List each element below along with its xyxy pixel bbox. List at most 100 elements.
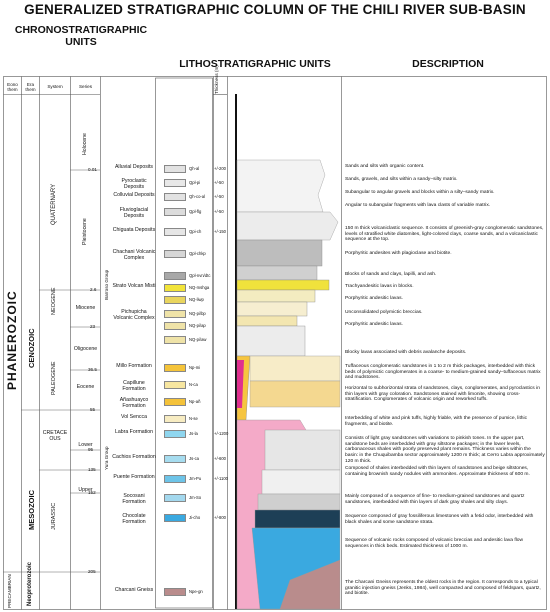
age-label: 152	[88, 490, 96, 495]
unit-description: Blocky lavas associated with debris aval…	[345, 350, 467, 355]
series-holocene: Holocene	[82, 133, 88, 155]
unit-color-swatch	[164, 415, 186, 423]
unit-code: Ji-cho	[189, 515, 201, 520]
unit-description: Composed of shales interbedded with thin…	[345, 466, 530, 477]
unit-thickness: +/-800	[214, 515, 226, 520]
unit-description: Sequence of volcanic rocks composed of v…	[345, 538, 524, 549]
system-cretaceous: CRETACE OUS	[42, 430, 68, 442]
unit-name: Chocolate Formation	[122, 513, 146, 525]
unit-description: Porphyritic andesitic lavas.	[345, 296, 403, 301]
series-upper: Upper	[78, 487, 93, 493]
age-label: 23	[90, 324, 96, 329]
unit-code: NQ-pi/ap	[189, 323, 206, 328]
unit-color-swatch	[164, 494, 186, 502]
series-oligocene: Oligocene	[73, 346, 98, 352]
unit-description: 150 m thick volcaniclastic sequence. It …	[345, 226, 544, 243]
unit-code: Qpi-ch	[189, 229, 202, 234]
unit-color-swatch	[164, 588, 186, 596]
unit-code: NQ-liwp	[189, 297, 204, 302]
unit-name: Chachani Volcanic Complex	[112, 249, 156, 261]
eon-precambrian: PRECAMBRIAN	[7, 574, 12, 608]
unit-description: Sands and silts with organic content.	[345, 164, 425, 169]
unit-description: Blocks of sands and clays, lapilli, and …	[345, 272, 437, 277]
group-yura: Yura Group	[104, 446, 109, 471]
unit-description: Sands, gravels, and silts within a sandy…	[345, 177, 458, 182]
unit-color-swatch	[164, 381, 186, 389]
unit-description: The Charcani Gneiss represents the oldes…	[345, 580, 541, 597]
unit-description: Consists of light gray sandstones with v…	[345, 436, 545, 464]
unit-code: NQ-pi/bp	[189, 311, 206, 316]
unit-color-swatch	[164, 455, 186, 463]
unit-color-swatch	[164, 364, 186, 372]
unit-description: Sequence composed of gray fossiliferous …	[345, 514, 534, 525]
unit-name: Pichupicha Volcanic Complex	[113, 309, 155, 321]
unit-name: Vol Sencca	[121, 414, 147, 420]
unit-name: Colluvial Deposits	[113, 192, 155, 198]
age-label: 95	[88, 447, 94, 452]
unit-name: Millo Formation	[116, 363, 152, 369]
unit-code: Qpl-nvn/dtc	[189, 273, 211, 278]
unit-description: Tuffaceous conglomeratic sandstones in 1…	[345, 364, 541, 381]
unit-code: Js-la	[189, 431, 198, 436]
unit-code: Qh-al	[189, 166, 200, 171]
unit-color-swatch	[164, 272, 186, 280]
series-header: Series	[78, 84, 93, 89]
unit-color-swatch	[164, 250, 186, 258]
system-header: System	[47, 84, 63, 89]
unit-description: Unconsolidated polymictic breccias.	[345, 310, 423, 315]
unit-code: Qpl-pi	[189, 180, 201, 185]
unit-color-swatch	[164, 322, 186, 330]
litho-header: LITHOSTRATIGRAPHIC UNITS	[179, 58, 331, 70]
unit-color-swatch	[164, 296, 186, 304]
series-eocene: Eocene	[76, 384, 95, 390]
unit-color-swatch	[164, 430, 186, 438]
thickness-header: Thickness (m)	[214, 65, 219, 94]
unit-thickness: +/-50	[214, 209, 224, 214]
unit-name: Strato Volcan Misti	[112, 283, 156, 289]
unit-description: Porphyritic andesitic lavas.	[345, 322, 403, 327]
group-barroso: Barroso Group	[104, 269, 109, 300]
unit-color-swatch	[164, 514, 186, 522]
unit-thickness: +/-600	[214, 456, 226, 461]
unit-code: Np-mi	[189, 365, 201, 370]
unit-name: Añashuayco Formation	[119, 397, 149, 409]
age-label: 2.6	[90, 287, 97, 292]
unit-thickness: +/-50	[214, 194, 224, 199]
unit-code: Qpl-flg	[189, 209, 202, 214]
system-neogene: NEOGENE	[51, 287, 57, 315]
unit-color-swatch	[164, 208, 186, 216]
unit-code: NQ-pi/aw	[189, 337, 207, 342]
system-jurassic: JURASSIC	[51, 502, 57, 530]
age-label: 135	[88, 467, 96, 472]
system-paleogene: PALEOGENE	[51, 361, 57, 395]
unit-color-swatch	[164, 228, 186, 236]
unit-name: Chiguata Deposits	[112, 227, 156, 233]
unit-thickness: +/-1100	[214, 476, 229, 481]
unit-name: Fluvioglacial Deposits	[119, 207, 149, 219]
unit-description: Trachyandesitic lavas in blocks.	[345, 284, 414, 289]
unit-code: Npe-gn	[189, 589, 203, 594]
era-neoproterozoic: Neoproterozoic	[27, 561, 33, 606]
unit-name: Charcani Gneiss	[114, 587, 154, 593]
unit-code: Qpl-chkp	[189, 251, 206, 256]
unit-code: Jm-Pu	[189, 476, 202, 481]
unit-name: Socosani Formation	[122, 493, 146, 505]
unit-thickness: +/-50	[214, 180, 224, 185]
unit-code: Np-añ	[189, 399, 201, 404]
age-label: 36.5	[88, 367, 97, 372]
rock-column-graphic	[236, 159, 341, 610]
description-header: DESCRIPTION	[412, 58, 484, 70]
unit-description: Subangular to angular gravels and blocks…	[345, 190, 495, 195]
unit-name: Pyroclastic Deposits	[121, 178, 147, 190]
unit-description: Mainly composed of a sequence of fine- t…	[345, 494, 525, 505]
unit-color-swatch	[164, 193, 186, 201]
eon-phanerozoic: PHANEROZOIC	[5, 290, 19, 390]
age-label: 205	[88, 569, 96, 574]
unit-color-swatch	[164, 336, 186, 344]
chrono-header: CHRONOSTRATIGRAPHIC UNITS	[14, 24, 148, 48]
unit-color-swatch	[164, 310, 186, 318]
unit-code: Qh-co-al	[189, 194, 206, 199]
series-pleistocene: Pleistocene	[82, 218, 88, 245]
era-mesozoic: MESOZOIC	[27, 489, 36, 530]
